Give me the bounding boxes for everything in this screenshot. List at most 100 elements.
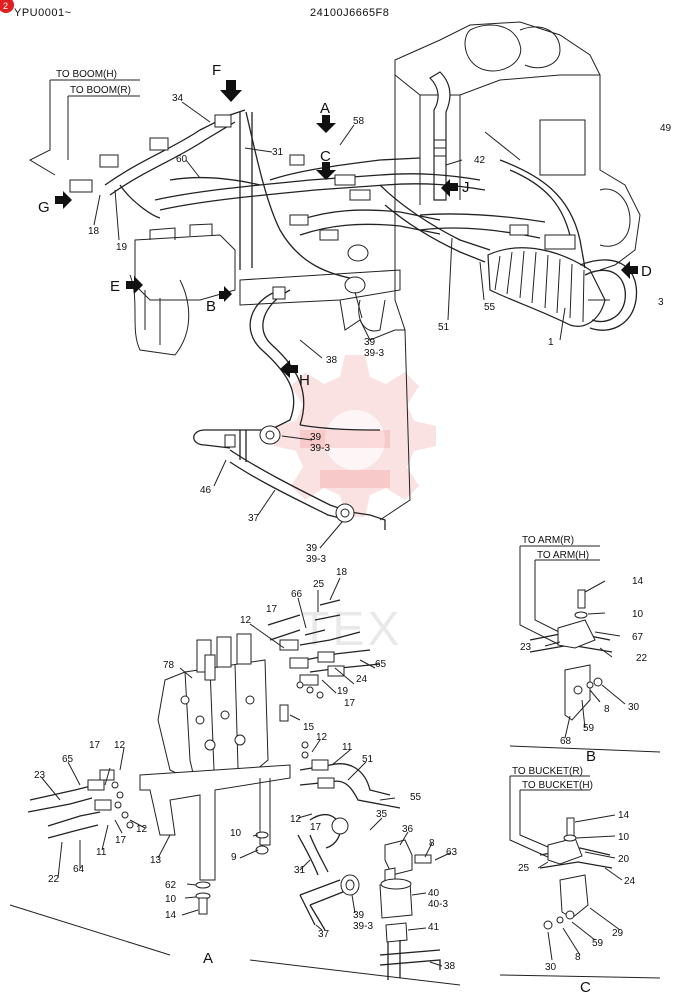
- routing-label-bucket-r: TO BUCKET(R): [512, 766, 583, 777]
- svg-text:42: 42: [474, 155, 486, 166]
- svg-text:F: F: [212, 62, 221, 79]
- svg-text:39: 39: [353, 910, 365, 921]
- svg-text:59: 59: [592, 938, 604, 949]
- svg-text:18: 18: [88, 226, 100, 237]
- svg-text:J: J: [462, 179, 470, 196]
- svg-text:8: 8: [429, 838, 435, 849]
- svg-text:12: 12: [114, 740, 126, 751]
- svg-text:65: 65: [62, 754, 74, 765]
- svg-text:A: A: [320, 100, 330, 117]
- watermark-text: TEX: [300, 603, 402, 656]
- view-arrow-e: E: [110, 276, 143, 295]
- svg-text:51: 51: [438, 322, 450, 333]
- svg-text:17: 17: [115, 835, 127, 846]
- detail-a-label: A: [203, 950, 213, 967]
- svg-text:37: 37: [318, 929, 330, 940]
- svg-text:38: 38: [326, 355, 338, 366]
- svg-text:39-3: 39-3: [364, 348, 384, 359]
- detail-b-illustration: [509, 545, 661, 753]
- svg-text:11: 11: [96, 847, 107, 858]
- svg-text:40: 40: [428, 888, 440, 899]
- svg-text:1: 1: [548, 337, 554, 348]
- routing-label-boom-r: TO BOOM(R): [70, 85, 131, 96]
- detail-c-illustration: [499, 775, 661, 979]
- svg-text:D: D: [641, 263, 652, 280]
- svg-text:36: 36: [402, 824, 414, 835]
- detail-a-illustration: [9, 599, 461, 986]
- svg-text:24: 24: [624, 876, 636, 887]
- svg-text:10: 10: [230, 828, 242, 839]
- svg-text:3: 3: [658, 297, 664, 308]
- view-arrow-j: J: [441, 179, 470, 197]
- view-arrow-c: C: [316, 148, 336, 180]
- svg-text:15: 15: [303, 722, 315, 733]
- routing-label-bucket-h: TO BUCKET(H): [522, 780, 593, 791]
- view-arrow-b: B: [206, 286, 232, 315]
- svg-text:68: 68: [560, 736, 572, 747]
- svg-text:E: E: [110, 278, 120, 295]
- svg-text:46: 46: [200, 485, 212, 496]
- svg-text:66: 66: [291, 589, 303, 600]
- svg-text:14: 14: [618, 810, 630, 821]
- svg-text:10: 10: [618, 832, 630, 843]
- svg-text:67: 67: [632, 632, 644, 643]
- svg-text:23: 23: [34, 770, 46, 781]
- svg-text:31: 31: [294, 865, 306, 876]
- svg-text:59: 59: [583, 723, 595, 734]
- routing-label-boom-h: TO BOOM(H): [56, 69, 117, 80]
- svg-text:H: H: [299, 372, 310, 389]
- svg-text:19: 19: [337, 686, 349, 697]
- svg-text:14: 14: [632, 576, 644, 587]
- svg-text:12: 12: [316, 732, 328, 743]
- svg-text:38: 38: [444, 961, 456, 972]
- svg-text:55: 55: [410, 792, 422, 803]
- svg-text:12: 12: [136, 824, 148, 835]
- svg-text:2: 2: [3, 1, 8, 11]
- detail-b-callouts: TO ARM(R) TO ARM(H) 14 10 67 23 22 8 30 …: [520, 535, 648, 765]
- svg-text:17: 17: [89, 740, 101, 751]
- view-arrow-a: A: [316, 100, 336, 133]
- svg-text:39: 39: [306, 543, 318, 554]
- part-code: 24100J6665F8: [310, 7, 389, 19]
- svg-text:39-3: 39-3: [353, 921, 373, 932]
- svg-text:25: 25: [518, 863, 530, 874]
- routing-label-arm-r: TO ARM(R): [522, 535, 574, 546]
- svg-text:C: C: [320, 148, 331, 165]
- svg-text:20: 20: [618, 854, 630, 865]
- svg-text:17: 17: [310, 822, 322, 833]
- svg-text:30: 30: [545, 962, 557, 973]
- main-view-callouts: 34 31 58 49 42 60 18 19 55 3 51 1 39 39-…: [88, 93, 672, 565]
- detail-a-callouts: 18 25 66 17 12 78 65 24 19 17 15 12 11 5…: [34, 567, 458, 972]
- svg-text:19: 19: [116, 242, 128, 253]
- view-arrow-g: G: [38, 191, 72, 216]
- svg-text:29: 29: [612, 928, 624, 939]
- svg-text:37: 37: [248, 513, 260, 524]
- svg-text:17: 17: [266, 604, 278, 615]
- svg-text:62: 62: [165, 880, 177, 891]
- svg-text:B: B: [206, 298, 216, 315]
- svg-text:8: 8: [604, 704, 610, 715]
- svg-text:34: 34: [172, 93, 184, 104]
- svg-text:31: 31: [272, 147, 284, 158]
- svg-text:60: 60: [176, 154, 188, 165]
- svg-text:39-3: 39-3: [306, 554, 326, 565]
- view-arrow-h: H: [280, 360, 310, 389]
- svg-text:12: 12: [240, 615, 252, 626]
- svg-text:11: 11: [342, 742, 353, 753]
- svg-text:65: 65: [375, 659, 387, 670]
- svg-text:51: 51: [362, 754, 374, 765]
- svg-text:12: 12: [290, 814, 302, 825]
- svg-text:8: 8: [575, 952, 581, 963]
- detail-b-label: B: [586, 748, 596, 765]
- svg-text:13: 13: [150, 855, 162, 866]
- page-badge: 2: [0, 0, 14, 13]
- svg-text:G: G: [38, 199, 50, 216]
- svg-text:78: 78: [163, 660, 175, 671]
- svg-text:25: 25: [313, 579, 325, 590]
- svg-text:58: 58: [353, 116, 365, 127]
- detail-c-label: C: [580, 979, 591, 996]
- svg-text:22: 22: [636, 653, 648, 664]
- svg-text:39: 39: [310, 432, 322, 443]
